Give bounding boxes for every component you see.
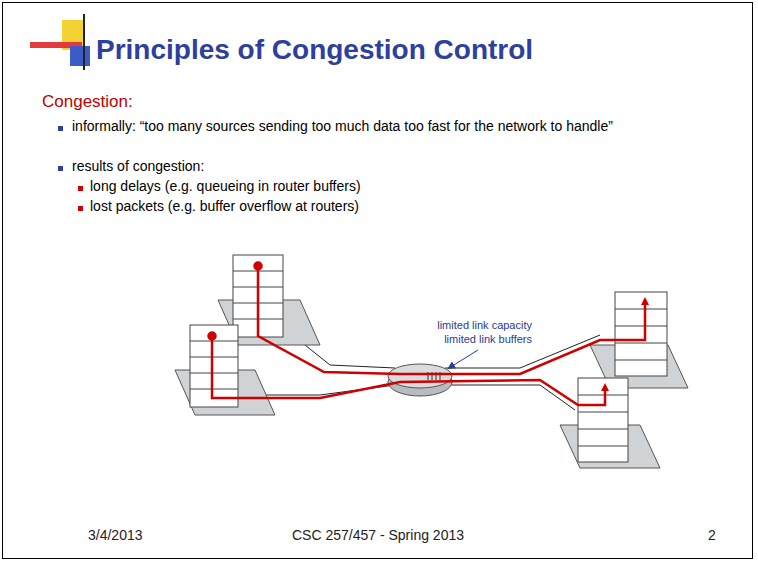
sub-bullet-text: lost packets (e.g. buffer overflow at ro…: [90, 198, 359, 214]
callout-leader: [449, 350, 478, 368]
bullet-marker: [58, 166, 63, 171]
footer-course: CSC 257/457 - Spring 2013: [292, 527, 464, 543]
callout-text: limited link capacity limited link buffe…: [420, 318, 534, 346]
bullet-text: results of congestion:: [72, 158, 204, 174]
sub-bullet-text: long delays (e.g. queueing in router buf…: [90, 178, 361, 194]
bullet-marker: [78, 186, 83, 191]
bullet-marker: [78, 206, 83, 211]
footer-date: 3/4/2013: [88, 527, 143, 543]
section-heading: Congestion:: [42, 92, 133, 112]
router: [388, 364, 452, 396]
title-decoration: [30, 14, 90, 70]
page-number: 2: [708, 527, 716, 543]
data-flow: [209, 263, 646, 406]
bullet-marker: [58, 126, 63, 131]
slide-title: Principles of Congestion Control: [96, 34, 533, 66]
bullet-text: informally: “too many sources sending to…: [72, 118, 712, 134]
host-computer: [560, 378, 660, 468]
